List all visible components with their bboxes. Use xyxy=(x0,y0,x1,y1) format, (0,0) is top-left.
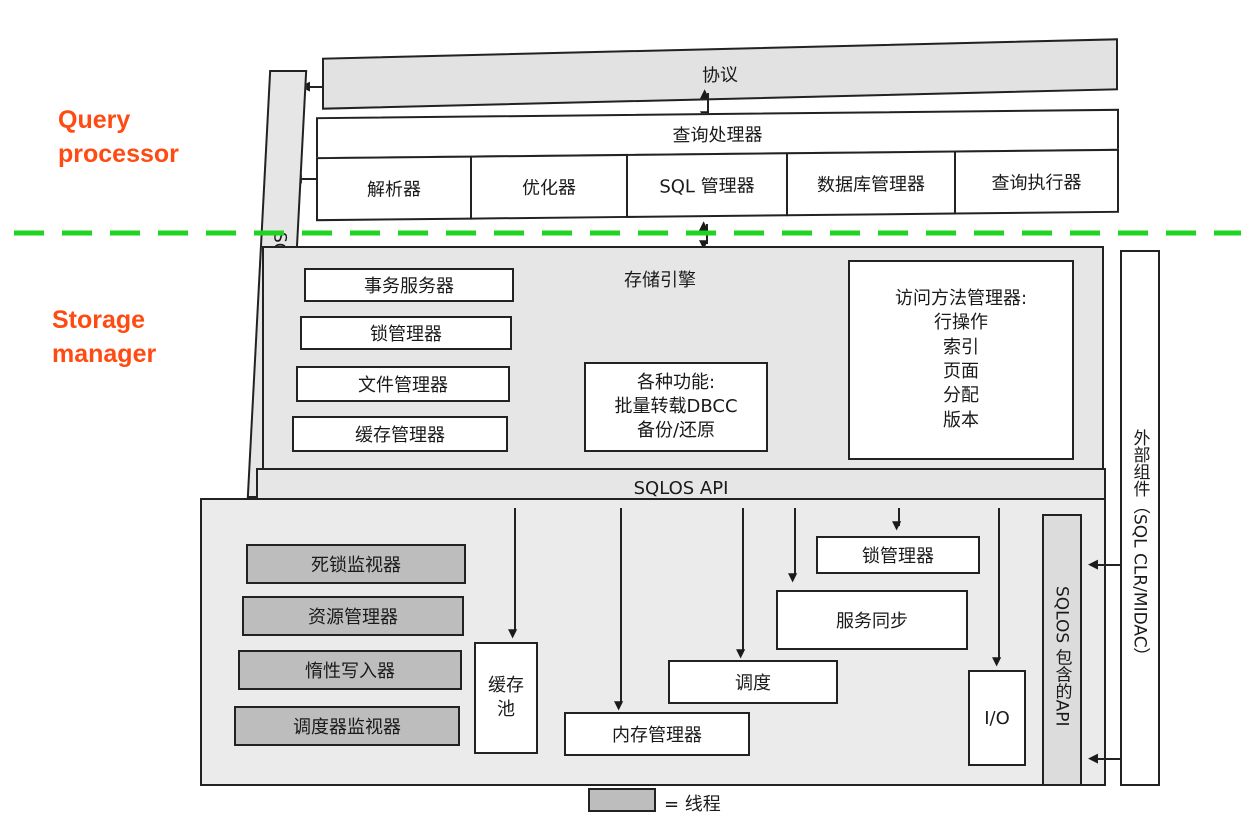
access-versions: 版本 xyxy=(943,409,979,431)
access-row-ops: 行操作 xyxy=(934,312,988,334)
protocol-label: 协议 xyxy=(702,64,738,87)
arrow-down-icon: ▼ xyxy=(992,654,1002,668)
layer-divider xyxy=(14,230,1241,236)
cache-manager-box: 缓存管理器 xyxy=(292,416,508,452)
access-index: 索引 xyxy=(943,336,979,358)
deadlock-monitor-box: 死锁监视器 xyxy=(246,544,466,584)
query-executor-box: 查询执行器 xyxy=(954,148,1119,215)
lock-manager-arrow xyxy=(898,508,900,526)
memory-manager-arrow xyxy=(620,508,622,704)
lazy-writer-box: 惰性写入器 xyxy=(238,650,462,690)
memory-manager-box: 内存管理器 xyxy=(564,712,750,756)
access-methods-title: 访问方法管理器: xyxy=(894,288,1028,310)
protocol-link-arrow xyxy=(707,93,709,115)
scheduler-monitor-box: 调度器监视器 xyxy=(234,706,460,746)
functions-title: 各种功能: xyxy=(636,371,716,393)
sql-manager-box: SQL 管理器 xyxy=(626,152,788,218)
arrow-up-icon: ▲ xyxy=(699,218,709,232)
io-box: I/O xyxy=(968,670,1026,766)
functions-backup: 备份/还原 xyxy=(636,420,716,442)
storage-manager-label: Storage manager xyxy=(52,306,157,368)
scheduling-arrow xyxy=(742,508,744,652)
arrow-down-icon: ▼ xyxy=(788,570,798,584)
sqlos-lock-manager-box: 锁管理器 xyxy=(816,536,980,574)
arrow-up-icon: ▲ xyxy=(700,86,710,100)
hosting-api-label: SQLOS 包含的API xyxy=(1051,585,1072,727)
arrow-down-icon: ▼ xyxy=(508,626,518,640)
external-top-arrow xyxy=(1098,564,1120,566)
arrow-left-icon: ◀ xyxy=(1088,751,1098,766)
arrow-down-icon: ▼ xyxy=(614,698,624,712)
legend-label: = 线程 xyxy=(664,794,721,815)
optimizer-box: 优化器 xyxy=(470,153,628,220)
protocol-api-arrow xyxy=(310,86,324,88)
access-pages: 页面 xyxy=(943,361,979,382)
hosting-api-column: SQLOS 包含的API xyxy=(1042,514,1082,786)
parser-box: 解析器 xyxy=(316,155,472,222)
sync-services-arrow xyxy=(794,508,796,576)
access-allocation: 分配 xyxy=(943,385,979,407)
external-components-column: 外部组件（SQL CLR/MIDAC） xyxy=(1120,250,1160,786)
external-components-label: 外部组件（SQL CLR/MIDAC） xyxy=(1129,429,1150,665)
storage-engine-region: 存储引擎 事务服务器 锁管理器 文件管理器 缓存管理器 各种功能: 批量转载DB… xyxy=(262,246,1104,472)
file-manager-box: 文件管理器 xyxy=(296,366,510,402)
protocol-layer: 协议 xyxy=(322,38,1118,110)
io-arrow xyxy=(998,508,1000,660)
database-manager-box: 数据库管理器 xyxy=(786,150,956,217)
buffer-pool-line-1: 缓存 xyxy=(488,674,524,696)
arrow-down-icon: ▼ xyxy=(892,518,902,532)
external-bottom-arrow xyxy=(1098,758,1120,760)
resource-manager-box: 资源管理器 xyxy=(242,596,464,636)
functions-box: 各种功能: 批量转载DBCC 备份/还原 xyxy=(584,362,768,452)
scheduling-box: 调度 xyxy=(668,660,838,704)
storage-engine-title: 存储引擎 xyxy=(624,270,696,291)
transaction-server-box: 事务服务器 xyxy=(304,268,514,302)
functions-bulk-load: 批量转载DBCC xyxy=(614,395,738,417)
arrow-left-icon: ◀ xyxy=(1088,557,1098,572)
buffer-pool-box: 缓存 池 xyxy=(474,642,538,754)
buffer-pool-arrow xyxy=(514,508,516,632)
buffer-pool-line-2: 池 xyxy=(497,699,515,720)
query-processor-label: Query processor xyxy=(58,106,179,168)
arrow-down-icon: ▼ xyxy=(736,646,746,660)
query-api-arrow xyxy=(302,178,316,180)
sqlos-region: 死锁监视器 资源管理器 惰性写入器 调度器监视器 缓存 池 内存管理器 调度 服… xyxy=(200,498,1106,786)
sync-services-box: 服务同步 xyxy=(776,590,968,650)
legend-thread-swatch xyxy=(588,788,656,812)
access-methods-box: 访问方法管理器: 行操作 索引 页面 分配 版本 xyxy=(848,260,1074,460)
arrow-down-icon: ▼ xyxy=(699,237,709,251)
lock-manager-box: 锁管理器 xyxy=(300,316,512,350)
query-processor-block: 查询处理器 解析器 优化器 SQL 管理器 数据库管理器 查询执行器 xyxy=(316,108,1119,225)
